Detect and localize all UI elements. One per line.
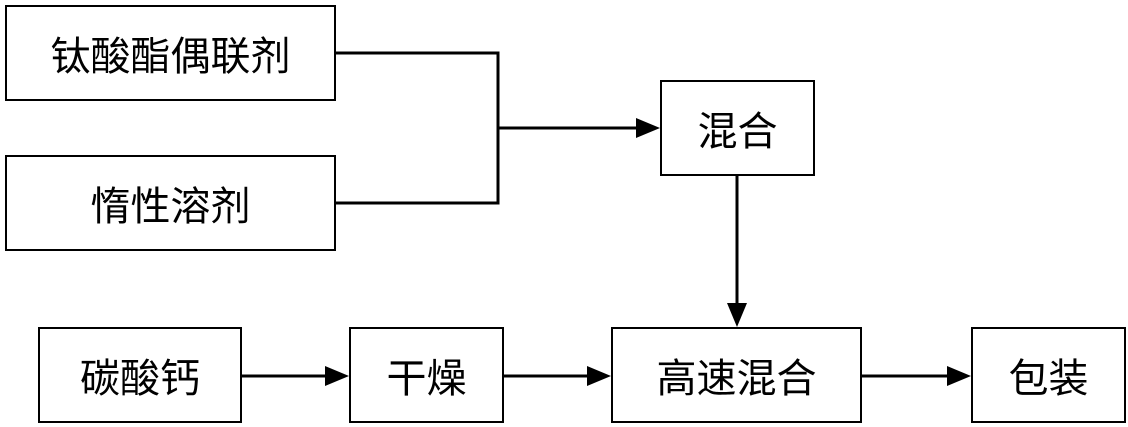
node-packaging: 包装 bbox=[971, 327, 1126, 423]
node-titanate-coupling-agent: 钛酸酯偶联剂 bbox=[5, 5, 336, 101]
node-label: 惰性溶剂 bbox=[90, 184, 251, 230]
node-label: 干燥 bbox=[386, 356, 467, 402]
arrowhead-drying bbox=[325, 366, 349, 386]
arrowhead-high-speed-mixing-left bbox=[587, 366, 611, 386]
node-drying: 干燥 bbox=[349, 327, 504, 423]
node-inert-solvent: 惰性溶剂 bbox=[5, 155, 336, 251]
arrowhead-packaging bbox=[947, 366, 971, 386]
node-calcium-carbonate: 碳酸钙 bbox=[38, 327, 242, 423]
connector-titanate-to-bracket bbox=[336, 51, 500, 205]
arrowhead-high-speed-mixing-top bbox=[727, 303, 747, 327]
node-high-speed-mixing: 高速混合 bbox=[611, 327, 862, 423]
node-label: 包装 bbox=[1008, 356, 1089, 402]
node-label: 碳酸钙 bbox=[80, 356, 200, 402]
node-label: 钛酸酯偶联剂 bbox=[50, 34, 291, 80]
node-label: 混合 bbox=[697, 109, 778, 155]
node-label: 高速混合 bbox=[656, 356, 817, 402]
arrowhead-mixing bbox=[636, 118, 660, 138]
node-mixing: 混合 bbox=[660, 80, 815, 176]
